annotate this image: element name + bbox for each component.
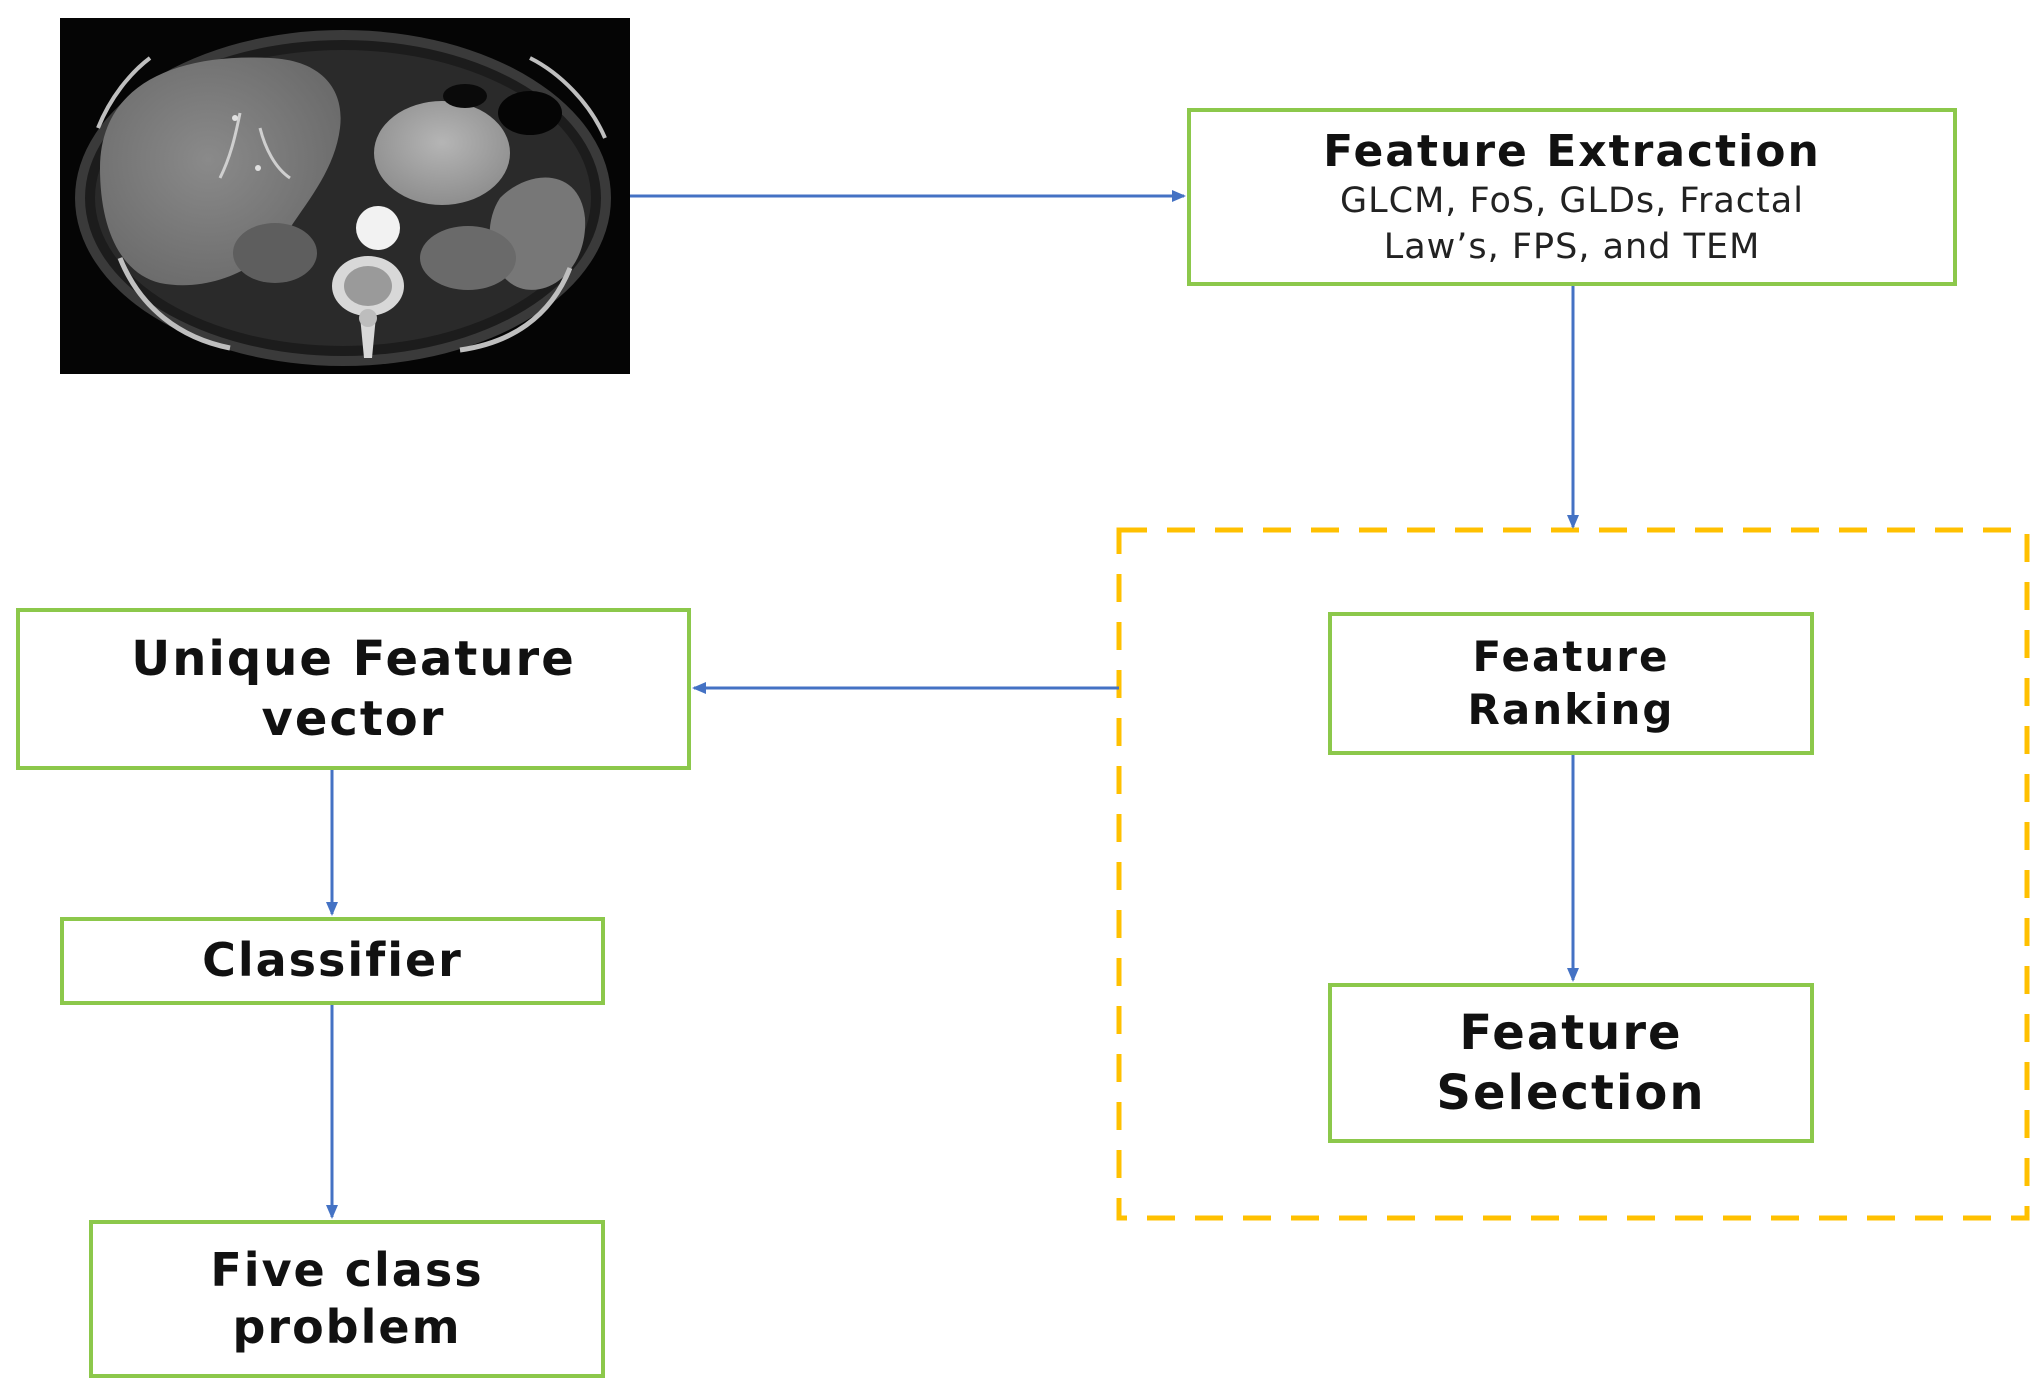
classifier-title: Classifier bbox=[202, 933, 463, 988]
five-class-line2: problem bbox=[232, 1300, 462, 1354]
classifier-box: Classifier bbox=[60, 917, 605, 1005]
feature-selection-line1: Feature bbox=[1459, 1005, 1683, 1061]
feature-extraction-title: Feature Extraction bbox=[1323, 126, 1821, 177]
feature-processing-group-border bbox=[1116, 527, 2030, 1221]
unique-feature-vector-line1: Unique Feature bbox=[131, 631, 576, 687]
unique-feature-vector-box: Unique Feature vector bbox=[16, 608, 691, 770]
ct-scan-image bbox=[60, 18, 630, 374]
feature-extraction-methods-line2: Law’s, FPS, and TEM bbox=[1383, 226, 1761, 267]
feature-ranking-box: Feature Ranking bbox=[1328, 612, 1814, 755]
unique-feature-vector-line2: vector bbox=[261, 691, 446, 747]
feature-extraction-methods-line1: GLCM, FoS, GLDs, Fractal bbox=[1340, 181, 1804, 221]
feature-selection-box: Feature Selection bbox=[1328, 983, 1814, 1143]
feature-selection-line2: Selection bbox=[1436, 1065, 1706, 1121]
feature-ranking-line2: Ranking bbox=[1467, 684, 1675, 734]
five-class-line1: Five class bbox=[210, 1242, 484, 1297]
feature-extraction-box: Feature Extraction GLCM, FoS, GLDs, Frac… bbox=[1187, 108, 1957, 286]
five-class-problem-box: Five class problem bbox=[89, 1220, 605, 1378]
feature-ranking-line1: Feature bbox=[1472, 632, 1670, 681]
